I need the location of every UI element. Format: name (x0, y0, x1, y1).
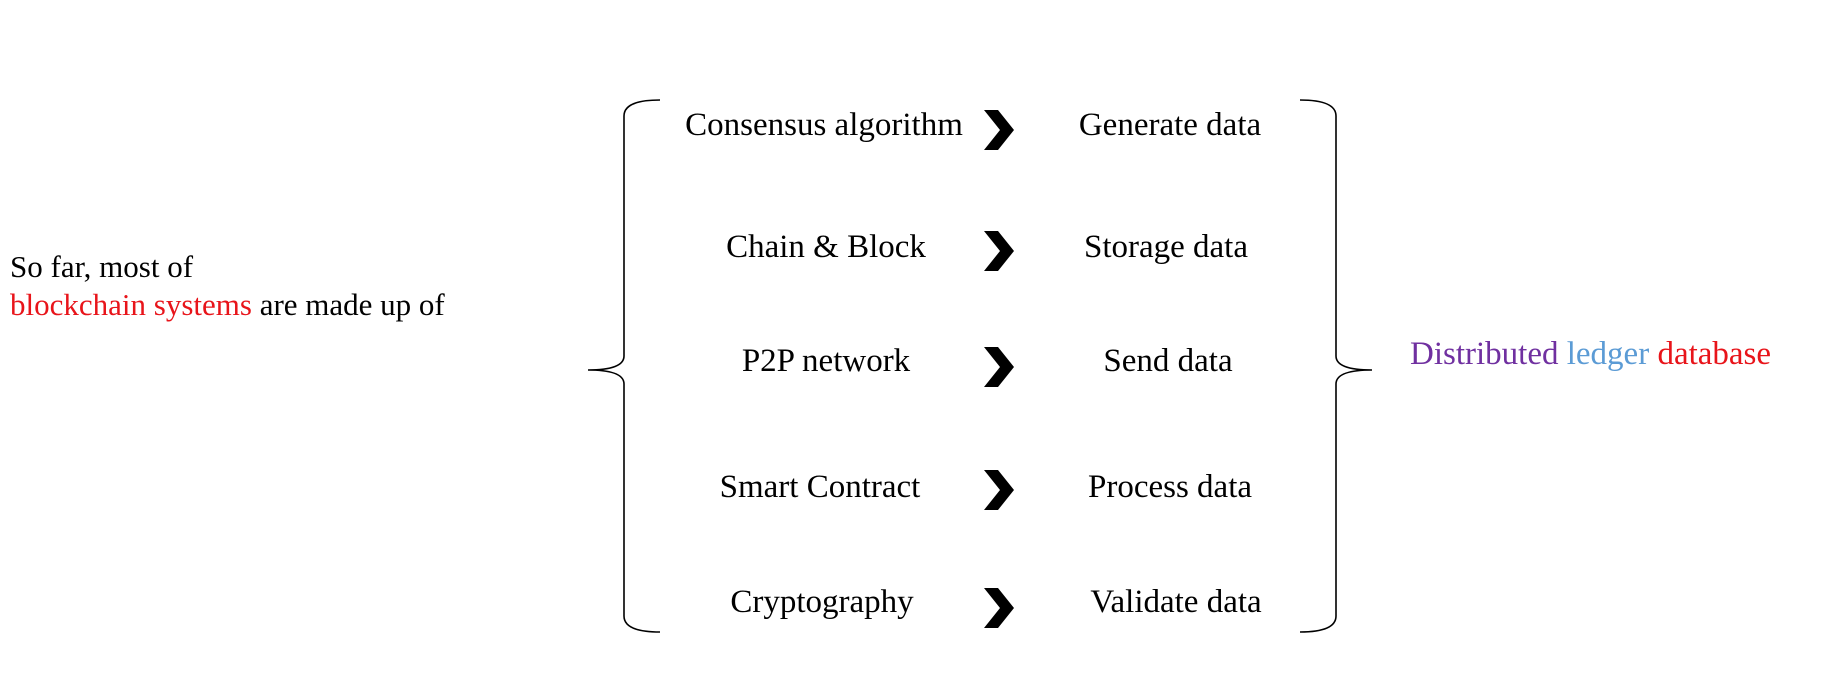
function-validate-data: Validate data (1090, 584, 1262, 620)
component-consensus-algorithm: Consensus algorithm (685, 107, 963, 143)
result-word-ledger: ledger (1566, 336, 1650, 372)
right-brace (1299, 99, 1373, 633)
intro-text: So far, most of blockchain systems are m… (10, 248, 445, 324)
chevron-right-icon (984, 231, 1014, 271)
result-word-distributed: Distributed (1410, 336, 1559, 372)
chevron-right-icon (984, 588, 1014, 628)
left-brace (587, 99, 661, 633)
component-chain-block: Chain & Block (726, 229, 926, 265)
chevron-right-icon (984, 110, 1014, 150)
result-label: Distributed ledger database (1410, 336, 1771, 373)
intro-line-2: blockchain systems are made up of (10, 286, 445, 324)
function-generate-data: Generate data (1078, 107, 1262, 143)
intro-highlight: blockchain systems (10, 287, 252, 322)
function-send-data: Send data (1103, 343, 1233, 379)
function-process-data: Process data (1087, 469, 1253, 505)
intro-rest: are made up of (251, 287, 445, 322)
component-p2p-network: P2P network (741, 343, 911, 379)
component-smart-contract: Smart Contract (719, 469, 921, 505)
chevron-right-icon (984, 347, 1014, 387)
intro-line-1: So far, most of (10, 249, 194, 284)
component-cryptography: Cryptography (730, 584, 914, 620)
function-storage-data: Storage data (1083, 229, 1249, 265)
chevron-right-icon (984, 470, 1014, 510)
result-word-database: database (1657, 336, 1772, 372)
